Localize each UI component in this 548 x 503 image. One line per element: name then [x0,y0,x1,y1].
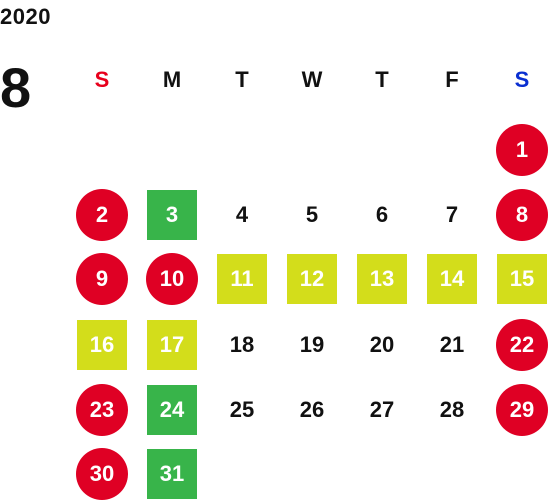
month-number: 8 [0,56,32,119]
weekday-header-sunday: S [94,67,110,92]
day-cell-27[interactable]: 27 [369,397,395,422]
day-cell-18[interactable]: 18 [229,332,255,357]
day-cell-20[interactable]: 20 [369,332,395,357]
day-cell-15[interactable]: 15 [497,254,547,304]
weekday-header-monday: M [162,67,182,92]
day-cell-29[interactable]: 29 [496,384,548,436]
day-cell-2[interactable]: 2 [76,189,128,241]
day-cell-3[interactable]: 3 [147,190,197,240]
day-cell-1[interactable]: 1 [496,124,548,176]
day-cell-7[interactable]: 7 [445,202,459,227]
day-cell-30[interactable]: 30 [76,448,128,500]
day-cell-19[interactable]: 19 [299,332,325,357]
weekday-header-saturday: S [514,67,530,92]
day-cell-22[interactable]: 22 [496,319,548,371]
weekday-header-thursday: T [375,67,389,92]
day-cell-4[interactable]: 4 [235,202,249,227]
day-cell-16[interactable]: 16 [77,320,127,370]
day-cell-14[interactable]: 14 [427,254,477,304]
day-cell-12[interactable]: 12 [287,254,337,304]
day-cell-6[interactable]: 6 [375,202,389,227]
day-cell-31[interactable]: 31 [147,449,197,499]
day-cell-23[interactable]: 23 [76,384,128,436]
day-cell-5[interactable]: 5 [305,202,319,227]
day-cell-24[interactable]: 24 [147,385,197,435]
day-cell-26[interactable]: 26 [299,397,325,422]
day-cell-25[interactable]: 25 [229,397,255,422]
weekday-header-friday: F [445,67,459,92]
day-cell-28[interactable]: 28 [439,397,465,422]
day-cell-13[interactable]: 13 [357,254,407,304]
weekday-header-wednesday: W [301,67,323,92]
day-cell-21[interactable]: 21 [439,332,465,357]
day-cell-10[interactable]: 10 [146,253,198,305]
weekday-header-tuesday: T [235,67,249,92]
day-cell-8[interactable]: 8 [496,189,548,241]
day-cell-17[interactable]: 17 [147,320,197,370]
day-cell-11[interactable]: 11 [217,254,267,304]
day-cell-9[interactable]: 9 [76,253,128,305]
year-label: 2020 [0,4,51,29]
